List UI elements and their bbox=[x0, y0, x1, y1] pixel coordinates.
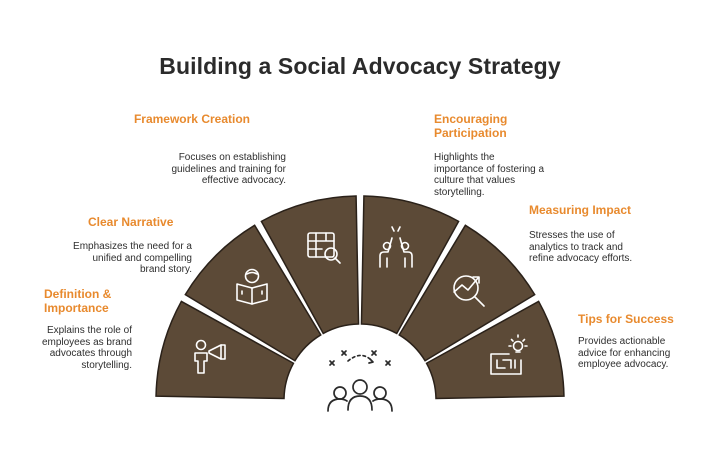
segment-label-measuring-impact: Measuring Impact bbox=[529, 203, 632, 217]
reader-book-icon bbox=[236, 268, 268, 305]
segment-desc-encouraging-participation: Highlights the importance of fostering a… bbox=[434, 152, 545, 198]
table-search-icon bbox=[307, 232, 341, 264]
arc-segment-5 bbox=[398, 224, 536, 362]
segment-label-encouraging-participation: Encouraging Participation bbox=[434, 112, 508, 140]
segment-desc-tips-for-success: Provides actionable advice for enhancing… bbox=[578, 336, 671, 370]
segment-desc-measuring-impact: Stresses the use of analytics to track a… bbox=[529, 230, 633, 264]
arc-segment-2 bbox=[184, 224, 322, 362]
segment-label-tips-for-success: Tips for Success bbox=[578, 312, 674, 326]
team-strategy-icon bbox=[327, 350, 393, 412]
segment-desc-framework-creation: Focuses on establishing guidelines and t… bbox=[171, 152, 286, 186]
segment-label-framework-creation: Framework Creation bbox=[133, 112, 250, 126]
arc-segment-6 bbox=[425, 300, 565, 400]
arc-segment-3 bbox=[260, 195, 360, 335]
growth-search-icon bbox=[453, 275, 485, 307]
segment-label-clear-narrative: Clear Narrative bbox=[88, 215, 174, 229]
segment-desc-clear-narrative: Emphasizes the need for a unified and co… bbox=[73, 241, 192, 275]
segment-label-definition-importance: Definition & Importance bbox=[44, 287, 112, 315]
high-five-icon bbox=[379, 226, 413, 268]
segment-desc-definition-importance: Explains the role of employees as brand … bbox=[41, 325, 132, 371]
page-title: Building a Social Advocacy Strategy bbox=[159, 53, 561, 79]
megaphone-person-icon bbox=[194, 339, 226, 374]
maze-idea-icon bbox=[490, 334, 528, 375]
arc-segment-4 bbox=[360, 195, 460, 335]
